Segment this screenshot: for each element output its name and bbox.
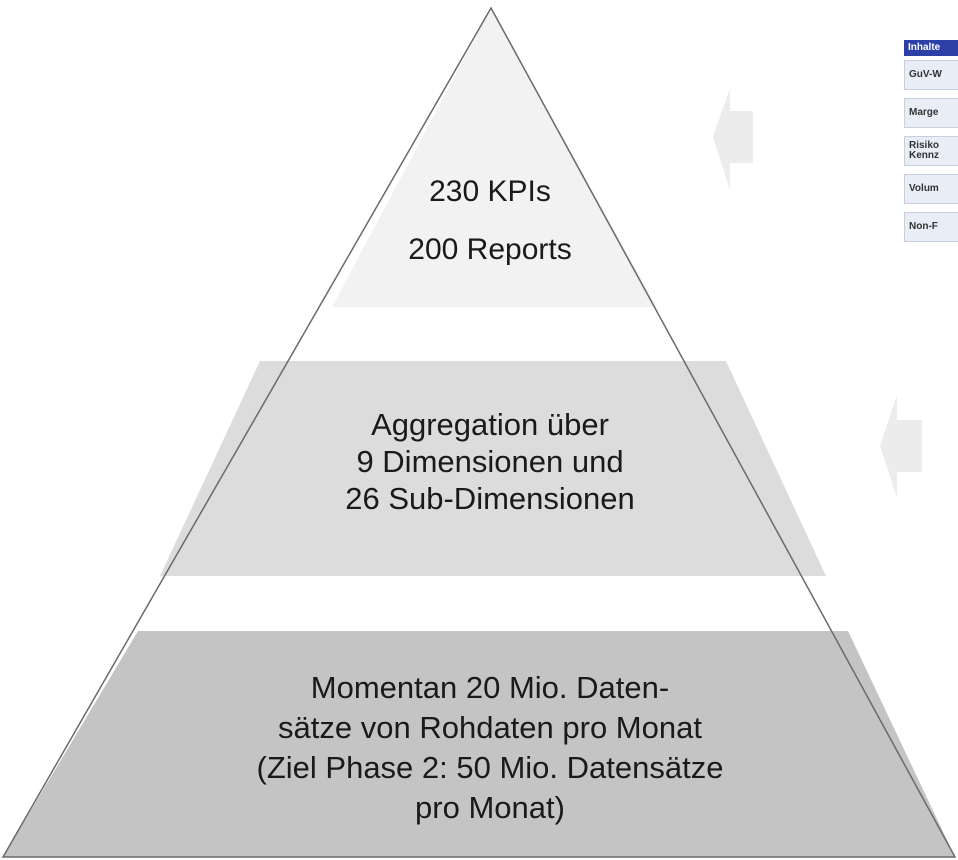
tier2-line1: Aggregation über — [371, 407, 609, 442]
table-row: Risiko Kennz — [904, 136, 958, 166]
tier1-band — [332, 8, 657, 307]
content-table: Inhalte GuV-W Marge Risiko Kennz Volum N… — [904, 40, 958, 250]
tier2-line2: 9 Dimensionen und — [356, 444, 624, 479]
tier3-line3: (Ziel Phase 2: 50 Mio. Datensätze — [256, 750, 724, 785]
table-row: GuV-W — [904, 60, 958, 90]
arrow-left-upper — [713, 88, 753, 190]
tier2-band — [160, 361, 826, 576]
kpi-count-text: 230 KPIs — [429, 175, 551, 208]
table-row: Volum — [904, 174, 958, 204]
table-header: Inhalte — [904, 40, 958, 56]
tier1-label: 230 KPIs 200 Reports — [300, 170, 680, 286]
tier3-line1: Momentan 20 Mio. Daten- — [310, 670, 670, 705]
report-count-text: 200 Reports — [408, 233, 572, 266]
tier3-line4: pro Monat) — [415, 790, 565, 825]
tier3-line2: sätze von Rohdaten pro Monat — [278, 710, 702, 745]
pyramid-outline — [1, 6, 957, 858]
table-row: Non-F — [904, 212, 958, 242]
table-row: Marge — [904, 98, 958, 128]
tier3-band — [3, 631, 955, 857]
tier3-label: Momentan 20 Mio. Daten- sätze von Rohdat… — [90, 668, 890, 828]
tier2-line3: 26 Sub-Dimensionen — [345, 481, 635, 516]
tier2-label: Aggregation über 9 Dimensionen und 26 Su… — [240, 406, 740, 517]
arrow-left-lower — [880, 395, 922, 498]
